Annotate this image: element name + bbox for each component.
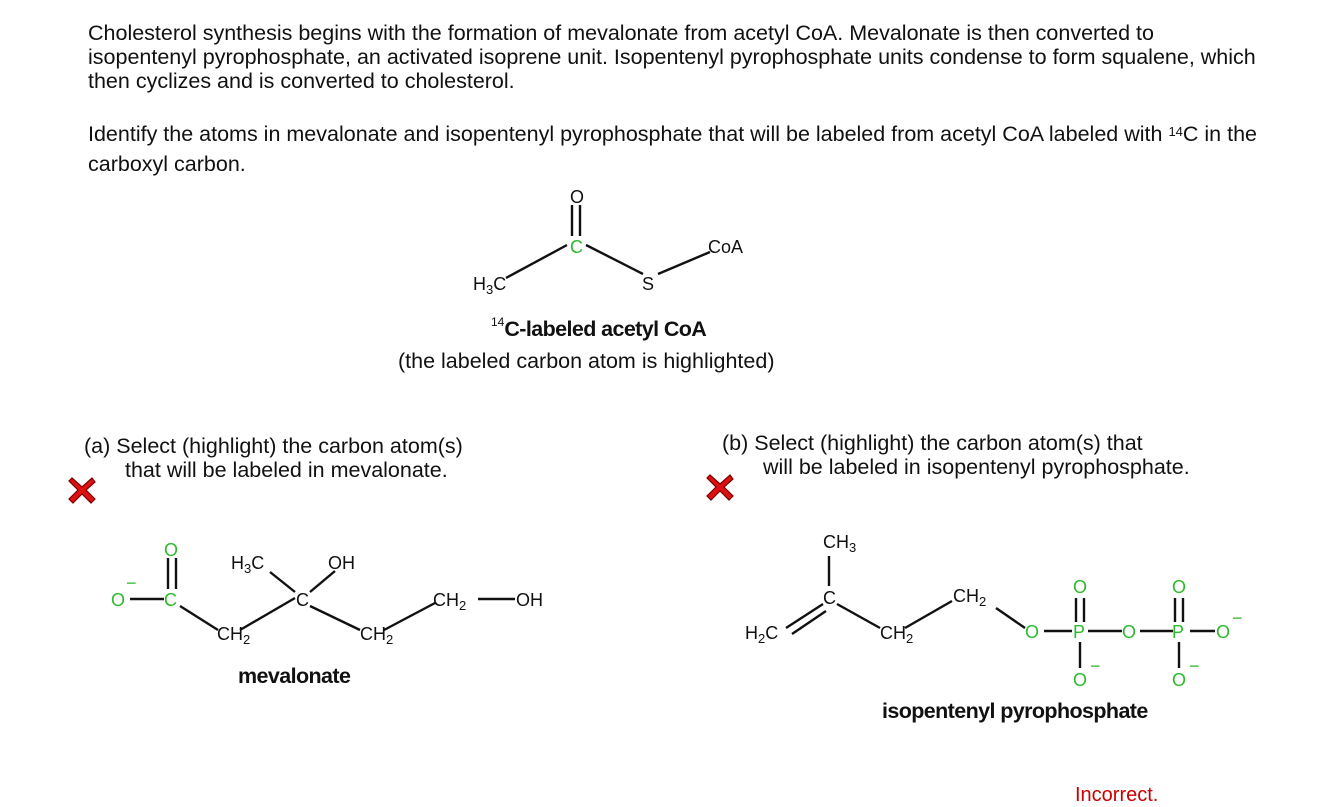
ipp-p1-bottom-oxygen: O	[1073, 670, 1087, 690]
ipp-terminal-charge: −	[1232, 608, 1243, 628]
question-text-part1: Identify the atoms in mevalonate and iso…	[88, 122, 1169, 146]
ipp-phosphorus-1: P	[1073, 622, 1085, 642]
ipp-p1-top-oxygen: O	[1073, 577, 1087, 597]
mevalonate-carboxylate-oxygen[interactable]: O	[111, 590, 125, 610]
ipp-methylene[interactable]: H2C	[745, 623, 778, 646]
ipp-ch2-2[interactable]: CH2	[953, 586, 986, 609]
ipp-caption: isopentenyl pyrophosphate	[882, 699, 1148, 723]
ipp-bridge-oxygen: O	[1122, 622, 1136, 642]
mevalonate-terminal-hydroxyl: OH	[516, 590, 543, 610]
caption-text: C-labeled acetyl CoA	[504, 317, 707, 341]
ipp-terminal-oxygen: O	[1216, 622, 1230, 642]
mevalonate-ch2-2[interactable]: CH2	[360, 624, 393, 647]
mevalonate-carbonyl-oxygen[interactable]: O	[164, 540, 178, 560]
mevalonate-ch2-3[interactable]: CH2	[433, 590, 466, 613]
mevalonate-hydroxyl: OH	[328, 553, 355, 573]
mevalonate-carboxyl-carbon[interactable]: C	[164, 590, 177, 610]
mevalonate-caption: mevalonate	[238, 664, 351, 688]
ipp-p2-top-oxygen: O	[1172, 577, 1186, 597]
ipp-p1-charge: −	[1090, 656, 1101, 676]
mevalonate-central-carbon[interactable]: C	[296, 590, 309, 610]
ipp-phosphorus-2: P	[1172, 622, 1184, 642]
part-b-prompt: (b) Select (highlight) the carbon atom(s…	[722, 431, 1190, 479]
question-text-part2: C in the carboxyl carbon.	[88, 122, 1258, 176]
acetyl-coa-group: CoA	[708, 237, 743, 257]
mevalonate-methyl[interactable]: H3C	[231, 553, 264, 576]
ipp-p2-bottom-oxygen: O	[1172, 670, 1186, 690]
part-a-line1: (a) Select (highlight) the carbon atom(s…	[84, 434, 463, 458]
part-b-line1: (b) Select (highlight) the carbon atom(s…	[722, 431, 1143, 455]
mevalonate-negative-charge: −	[126, 573, 137, 593]
ipp-methyl[interactable]: CH3	[823, 532, 856, 555]
ipp-p2-charge: −	[1189, 656, 1200, 676]
acetyl-carbonyl-oxygen: O	[570, 187, 584, 207]
feedback-message: Incorrect.	[1075, 784, 1159, 806]
isotope-superscript: 14	[1168, 124, 1183, 139]
part-b-line2: will be labeled in isopentenyl pyrophosp…	[763, 455, 1190, 479]
ipp-ester-oxygen: O	[1025, 622, 1039, 642]
caption-isotope-superscript: 14	[491, 315, 505, 329]
acetyl-labeled-carbon: C	[570, 237, 583, 257]
part-a-line2: that will be labeled in mevalonate.	[125, 458, 448, 482]
red-x-icon	[68, 477, 96, 504]
acetyl-methyl: H3C	[473, 274, 506, 297]
question-text: Identify the atoms in mevalonate and iso…	[88, 119, 1268, 179]
ipp-quaternary-carbon[interactable]: C	[823, 588, 836, 608]
part-a-prompt: (a) Select (highlight) the carbon atom(s…	[84, 434, 463, 482]
acetyl-sulfur: S	[642, 274, 654, 294]
red-x-icon	[706, 474, 734, 501]
acetyl-coa-caption: 14C-labeled acetyl CoA	[491, 315, 707, 342]
ipp-ch2-1[interactable]: CH2	[880, 623, 913, 646]
acetyl-coa-subcaption: (the labeled carbon atom is highlighted)	[398, 349, 775, 373]
mevalonate-ch2-1[interactable]: CH2	[217, 624, 250, 647]
intro-paragraph: Cholesterol synthesis begins with the fo…	[88, 21, 1256, 93]
